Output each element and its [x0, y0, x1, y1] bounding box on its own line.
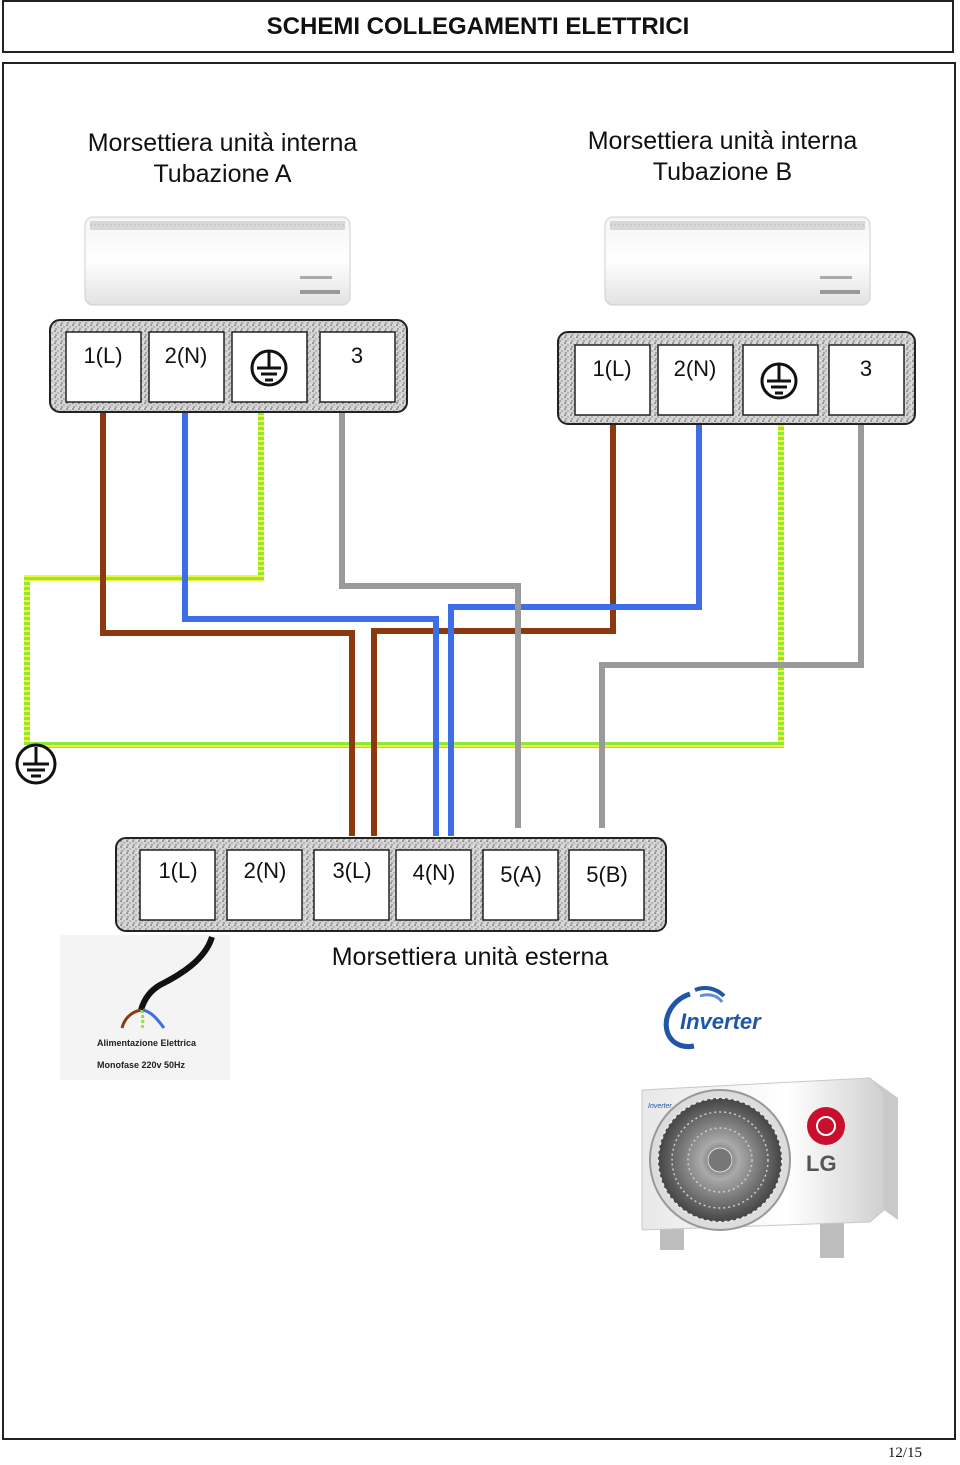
terminal-out-5b: 5(B) — [586, 862, 628, 887]
power-supply-line2: Monofase 220v 50Hz — [97, 1060, 186, 1070]
ground-icon — [250, 349, 288, 387]
earth-wire-a — [24, 398, 264, 745]
terminal-a-1: 1(L) — [83, 343, 122, 368]
terminal-a-2: 2(N) — [165, 343, 208, 368]
terminal-out-1: 1(L) — [158, 858, 197, 883]
page-title: SCHEMI COLLEGAMENTI ELETTRICI — [2, 0, 954, 53]
outdoor-title: Morsettiera unità esterna — [331, 943, 609, 971]
outdoor-unit-brand: LG — [806, 1151, 837, 1176]
terminal-block-outdoor: 1(L) 2(N) 3(L) 4(N) 5(A) 5(B) — [115, 837, 667, 932]
terminal-a-3: 3 — [351, 343, 363, 368]
indoor-b-pipe: Tubazione B — [652, 158, 793, 186]
ground-icon — [760, 362, 798, 400]
signal-wire-a — [339, 388, 521, 828]
outdoor-unit: Inverter LG — [641, 1077, 898, 1258]
svg-text:Inverter: Inverter — [648, 1103, 672, 1110]
inverter-logo-text: Inverter — [680, 1009, 762, 1034]
power-supply-cable: Alimentazione Elettrica Monofase 220v 50… — [60, 935, 230, 1080]
diagram-frame — [2, 62, 956, 1440]
indoor-a-title: Morsettiera unità interna — [87, 129, 358, 157]
terminal-block-b: 1(L) 2(N) 3 — [557, 331, 916, 425]
terminal-out-5a: 5(A) — [500, 862, 542, 887]
wires — [24, 388, 864, 836]
indoor-unit-b — [604, 216, 871, 306]
indoor-a-heading: Morsettiera unità interna Tubazione A — [40, 128, 405, 190]
power-supply-line1: Alimentazione Elettrica — [97, 1038, 197, 1048]
terminal-b-2: 2(N) — [674, 356, 717, 381]
terminal-b-3: 3 — [860, 356, 872, 381]
page-number: 12/15 — [887, 1445, 922, 1461]
neutral-wire-a — [182, 388, 439, 836]
neutral-wire-b — [448, 412, 702, 836]
terminal-block-a: 1(L) 2(N) 3 — [49, 319, 408, 413]
terminal-out-3: 3(L) — [332, 858, 371, 883]
indoor-unit-a — [84, 216, 351, 306]
indoor-a-pipe: Tubazione A — [153, 160, 292, 188]
inverter-logo: Inverter — [663, 986, 762, 1050]
indoor-b-title: Morsettiera unità interna — [587, 127, 858, 155]
line-wire-a — [100, 388, 355, 836]
signal-wire-b — [599, 412, 864, 828]
earth-wire-b — [27, 412, 784, 748]
terminal-out-2: 2(N) — [244, 858, 287, 883]
line-wire-b — [371, 412, 616, 836]
ground-icon — [15, 743, 57, 785]
terminal-b-1: 1(L) — [592, 356, 631, 381]
indoor-b-heading: Morsettiera unità interna Tubazione B — [540, 126, 905, 188]
terminal-out-4: 4(N) — [413, 860, 456, 885]
